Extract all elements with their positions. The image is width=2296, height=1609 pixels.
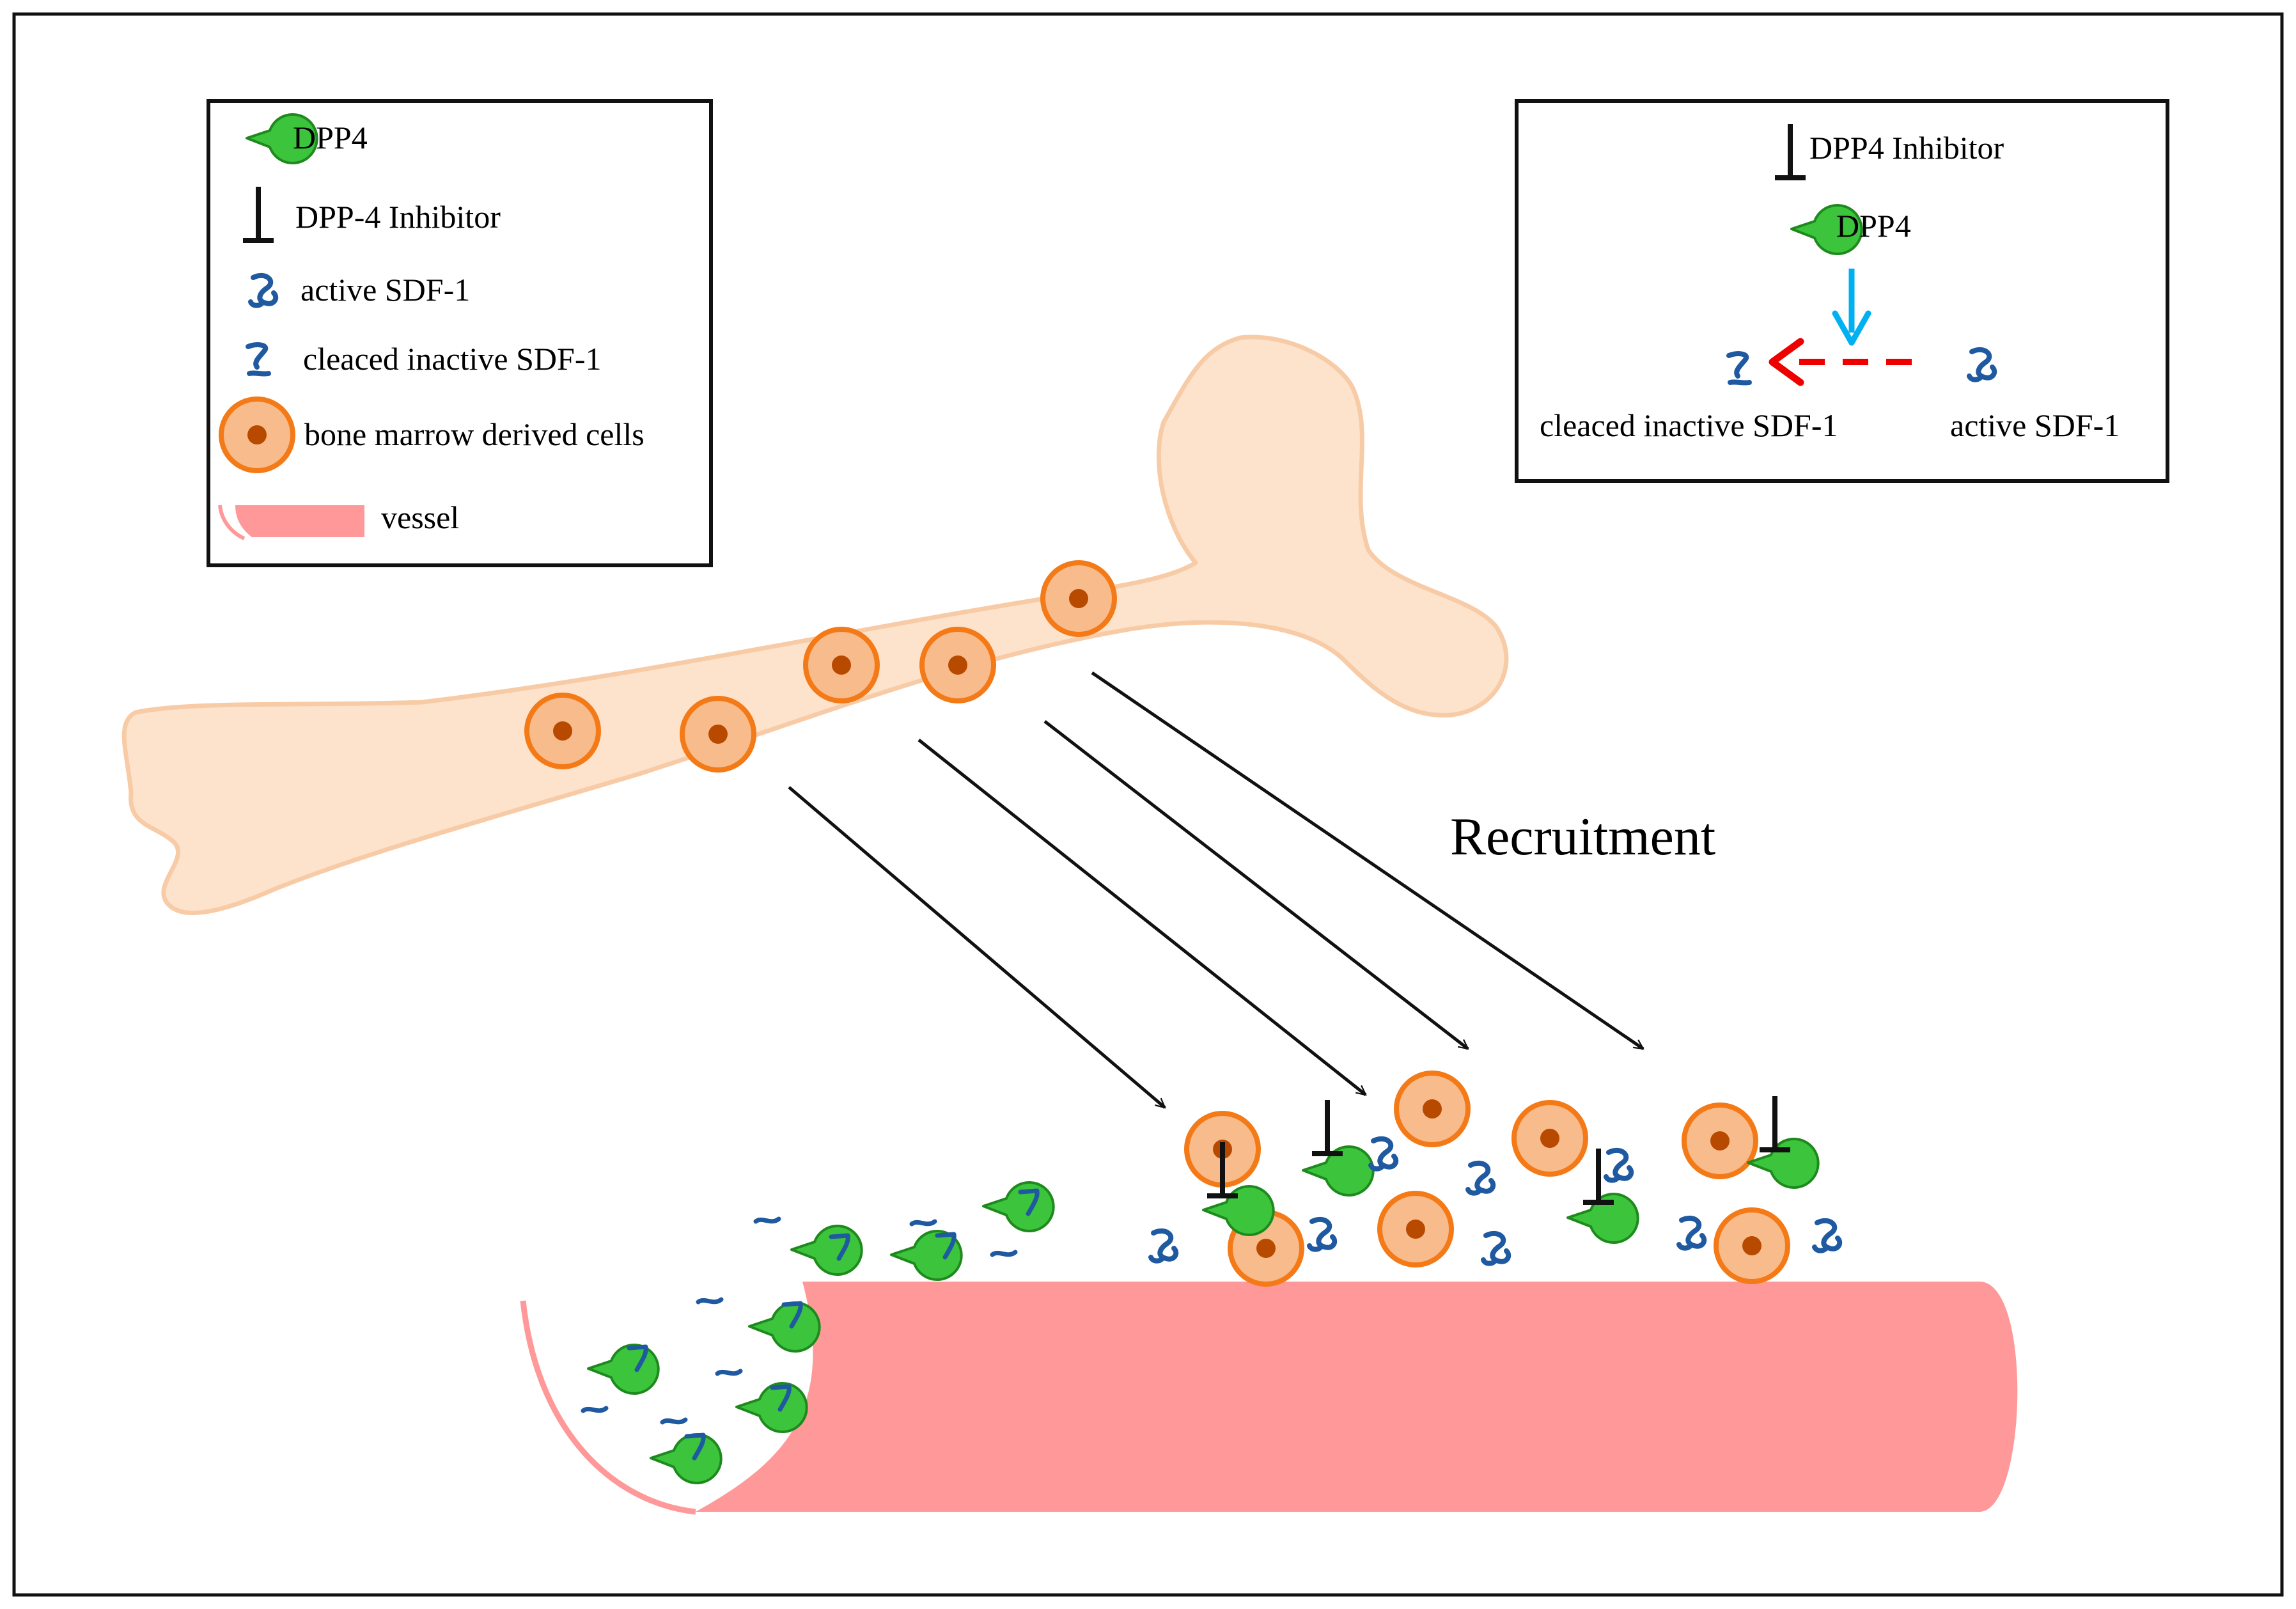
- active-sdf1: [1483, 1234, 1508, 1264]
- bone-marrow-cell: [527, 695, 598, 767]
- recruitment-arrow: [1043, 720, 1468, 1050]
- cleaved-sdf1: [698, 1299, 721, 1302]
- active-sdf1: [1468, 1163, 1493, 1193]
- bone-marrow-cell: [1514, 1103, 1586, 1174]
- cleaved-sdf1: [912, 1221, 935, 1224]
- legend-label-dpp4: DPP4: [293, 120, 368, 155]
- recruitment-arrows: [788, 671, 1643, 1109]
- dpp4: [790, 1225, 863, 1276]
- vessel: [520, 1282, 2018, 1515]
- bone-marrow-cell-icon: [221, 399, 293, 471]
- dpp4: [735, 1382, 808, 1433]
- bone-marrow-cell: [1684, 1105, 1756, 1177]
- mechanism-label-dpp4: DPP4: [1836, 208, 1911, 244]
- mechanism-label-active: active SDF-1: [1950, 407, 2120, 443]
- legend-box: [207, 99, 713, 567]
- mechanism-label-inhibitor: DPP4 Inhibitor: [1809, 130, 2004, 166]
- bone-marrow-cell: [922, 629, 994, 701]
- recruitment-arrow: [788, 786, 1165, 1109]
- bone-marrow-cell: [806, 629, 877, 701]
- dpp4: [587, 1344, 660, 1395]
- mechanism-frame: [1515, 99, 2169, 483]
- active-sdf1: [1815, 1221, 1839, 1251]
- cleaved-sdf1: [662, 1420, 685, 1422]
- legend-label-inhibitor: DPP-4 Inhibitor: [295, 199, 501, 235]
- mechanism-box: DPP4 Inhibitor DPP4 cleaced inactive SDF…: [1515, 99, 2169, 483]
- active-sdf1: [1606, 1150, 1631, 1181]
- bone-marrow-cell: [1043, 563, 1114, 634]
- active-sdf1: [1371, 1139, 1396, 1169]
- legend: DPP4 DPP-4 Inhibitor active SDF-1 cleace…: [207, 99, 713, 567]
- legend-label-cleaved-sdf1: cleaced inactive SDF-1: [303, 341, 601, 377]
- bone: [121, 334, 1509, 915]
- cleavage-arrow: [1769, 338, 1912, 386]
- wall-molecules-left: [756, 1181, 1055, 1281]
- dpp4: [982, 1181, 1055, 1232]
- legend-label-active-sdf1: active SDF-1: [301, 272, 470, 308]
- recruited-region: [1151, 1073, 1839, 1284]
- bone-marrow-cell: [682, 698, 754, 770]
- mechanism-label-cleaved: cleaced inactive SDF-1: [1540, 407, 1838, 443]
- recruitment-arrow: [1091, 671, 1643, 1051]
- inhibition-arrow: [1832, 269, 1871, 346]
- vessel-icon: [218, 505, 364, 540]
- dpp4: [748, 1301, 821, 1353]
- cleaved-sdf1: [717, 1371, 740, 1374]
- dpp4: [890, 1230, 963, 1281]
- dpp4: [1747, 1138, 1820, 1189]
- legend-label-vessel: vessel: [381, 499, 459, 535]
- cleaved-sdf1: [583, 1408, 606, 1411]
- dpp4: [650, 1433, 722, 1484]
- bone-marrow-cell: [1716, 1210, 1788, 1282]
- bone-marrow-cell: [1380, 1193, 1451, 1265]
- bone-marrow-cell: [1396, 1073, 1468, 1145]
- cleaved-sdf1: [992, 1252, 1015, 1255]
- active-sdf1: [1151, 1231, 1176, 1261]
- cleaved-sdf1: [756, 1219, 779, 1221]
- active-sdf1: [1679, 1218, 1704, 1248]
- recruitment-label: Recruitment: [1450, 807, 1715, 867]
- figure-frame: [12, 12, 2284, 1597]
- legend-label-cells: bone marrow derived cells: [304, 416, 644, 452]
- recruitment-arrow: [918, 739, 1366, 1096]
- active-sdf1: [1309, 1220, 1334, 1250]
- dpp4-inhibitor: [1315, 1103, 1340, 1154]
